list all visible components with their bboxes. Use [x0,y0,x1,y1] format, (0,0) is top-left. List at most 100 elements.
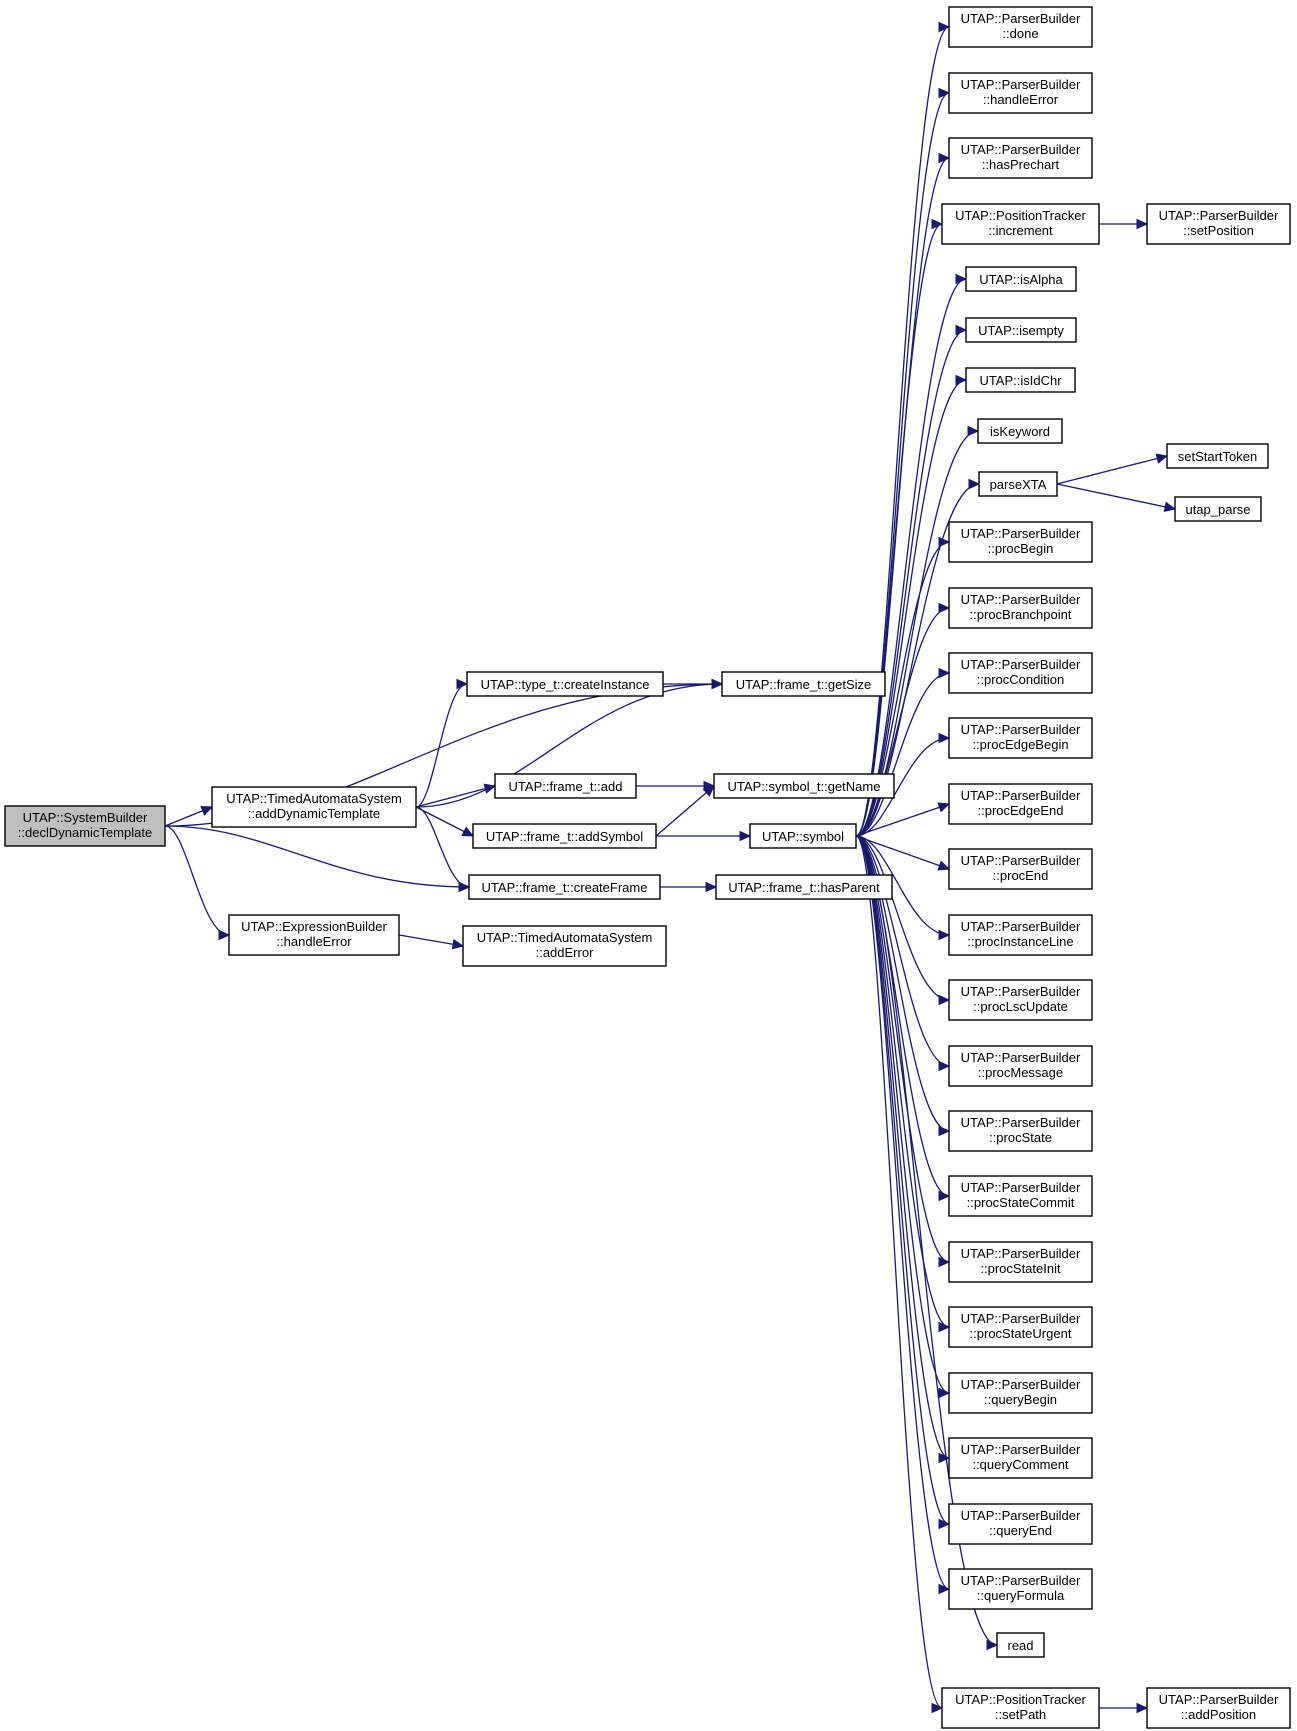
node-proc-state[interactable]: UTAP::ParserBuilder::procState [948,1110,1093,1152]
node-proc-message[interactable]: UTAP::ParserBuilder::procMessage [948,1045,1093,1087]
arrowhead-icon [456,678,469,690]
arrowhead-icon [938,602,951,614]
node-label-line-2: ::procStateInit [980,1261,1061,1276]
node-box [965,266,1077,292]
node-query-comment[interactable]: UTAP::ParserBuilder::queryComment [948,1437,1093,1479]
arrowhead-icon [955,324,968,336]
node-proc-branchpoint[interactable]: UTAP::ParserBuilder::procBranchpoint [948,587,1093,629]
node-read[interactable]: read [996,1632,1045,1658]
node-proc-begin[interactable]: UTAP::ParserBuilder::procBegin [948,521,1093,563]
node-is-id-chr[interactable]: UTAP::isIdChr [965,367,1076,393]
node-is-keyword[interactable]: isKeyword [977,418,1063,444]
node-set-position[interactable]: UTAP::ParserBuilder::setPosition [1146,203,1291,245]
node-has-parent[interactable]: UTAP::frame_t::hasParent [715,874,893,900]
node-add-err[interactable]: UTAP::TimedAutomataSystem::addError [462,925,667,967]
node-label: UTAP::frame_t::add [509,779,623,794]
node-box [941,203,1100,245]
node-box [715,874,893,900]
node-proc-edge-end[interactable]: UTAP::ParserBuilder::procEdgeEnd [948,783,1093,825]
node-label: UTAP::isAlpha [979,272,1063,287]
edge-symbol-to-query-comment [855,835,950,1459]
node-box [977,418,1063,444]
node-set-path[interactable]: UTAP::PositionTracker::setPath [941,1687,1100,1729]
edge-parse-xta-to-utap-parse [1056,483,1176,510]
node-proc-state-init[interactable]: UTAP::ParserBuilder::procStateInit [948,1241,1093,1283]
node-label: UTAP::isIdChr [979,373,1062,388]
node-h-err-e[interactable]: UTAP::ExpressionBuilder::handleError [228,914,400,956]
node-box [228,914,400,956]
node-label: UTAP::ParserBuilder [961,526,1081,541]
arrowhead-icon [931,218,944,230]
node-has-prechart[interactable]: UTAP::ParserBuilder::hasPrechart [948,137,1093,179]
node-label-line-2: ::procStateCommit [967,1195,1075,1210]
edge-symbol-to-query-begin [855,835,950,1394]
node-label: setStartToken [1178,449,1258,464]
node-proc-state-commit[interactable]: UTAP::ParserBuilder::procStateCommit [948,1175,1093,1217]
node-proc-end[interactable]: UTAP::ParserBuilder::procEnd [948,848,1093,890]
node-box [468,874,661,900]
node-label-line-2: ::handleError [276,934,352,949]
node-label-line-2: ::setPath [995,1707,1046,1722]
node-box [978,471,1058,497]
node-is-alpha[interactable]: UTAP::isAlpha [965,266,1077,292]
edge-symbol-to-proc-state [855,835,950,1132]
node-decl[interactable]: UTAP::SystemBuilder::declDynamicTemplate [4,805,166,847]
node-get-name[interactable]: UTAP::symbol_t::getName [713,773,895,799]
node-proc-edge-begin[interactable]: UTAP::ParserBuilder::procEdgeBegin [948,717,1093,759]
node-query-formula[interactable]: UTAP::ParserBuilder::queryFormula [948,1568,1093,1610]
node-label-line-2: ::procState [989,1130,1052,1145]
node-set-start-token[interactable]: setStartToken [1166,443,1269,469]
edge-symbol-to-query-formula [855,835,950,1590]
node-box [948,6,1093,48]
node-fadd[interactable]: UTAP::frame_t::add [494,773,637,799]
node-label: UTAP::PositionTracker [955,208,1086,223]
arrowhead-icon [1136,1702,1149,1714]
node-box [948,521,1093,563]
node-create-inst[interactable]: UTAP::type_t::createInstance [466,671,664,697]
node-label: UTAP::ParserBuilder [961,722,1081,737]
node-symbol[interactable]: UTAP::symbol [749,823,857,849]
node-increment[interactable]: UTAP::PositionTracker::increment [941,203,1100,245]
node-box [948,1372,1093,1414]
node-label: UTAP::ParserBuilder [961,919,1081,934]
node-box [494,773,637,799]
node-handle-error[interactable]: UTAP::ParserBuilder::handleError [948,72,1093,114]
node-parse-xta[interactable]: parseXTA [978,471,1058,497]
edge-symbol-to-parse-xta [855,483,980,837]
node-label-line-2: ::procMessage [978,1065,1063,1080]
arrowhead-icon [938,1190,951,1202]
node-create-frame[interactable]: UTAP::frame_t::createFrame [468,874,661,900]
edge-symbol-to-has-prechart [855,157,950,837]
arrowhead-icon [483,783,497,794]
node-label: UTAP::ParserBuilder [961,77,1081,92]
node-box [948,783,1093,825]
node-add-position[interactable]: UTAP::ParserBuilder::addPosition [1146,1687,1291,1729]
node-box [948,1045,1093,1087]
node-label: UTAP::ParserBuilder [961,592,1081,607]
node-add-sym[interactable]: UTAP::frame_t::addSymbol [472,823,657,849]
edge-symbol-to-proc-begin [855,541,950,837]
node-add-dyn[interactable]: UTAP::TimedAutomataSystem::addDynamicTem… [211,786,417,828]
node-box [948,1437,1093,1479]
node-query-begin[interactable]: UTAP::ParserBuilder::queryBegin [948,1372,1093,1414]
node-isempty[interactable]: UTAP::isempty [965,317,1077,343]
node-box [948,1110,1093,1152]
node-label: UTAP::ParserBuilder [961,1442,1081,1457]
arrowhead-icon [968,478,981,490]
node-proc-condition[interactable]: UTAP::ParserBuilder::procCondition [948,652,1093,694]
node-label: UTAP::ParserBuilder [961,1377,1081,1392]
arrowhead-icon [967,425,980,437]
node-utap-parse[interactable]: utap_parse [1174,496,1262,522]
node-query-end[interactable]: UTAP::ParserBuilder::queryEnd [948,1503,1093,1545]
node-label-line-2: ::addDynamicTemplate [248,806,380,821]
node-done[interactable]: UTAP::ParserBuilder::done [948,6,1093,48]
node-label: UTAP::ParserBuilder [961,1508,1081,1523]
arrowhead-icon [938,87,951,99]
arrowhead-icon [938,929,951,941]
node-proc-instance-line[interactable]: UTAP::ParserBuilder::procInstanceLine [948,914,1093,956]
arrowhead-icon [711,678,724,690]
node-proc-lsc-update[interactable]: UTAP::ParserBuilder::procLscUpdate [948,979,1093,1021]
node-proc-state-urgent[interactable]: UTAP::ParserBuilder::procStateUrgent [948,1306,1093,1348]
node-get-size[interactable]: UTAP::frame_t::getSize [721,671,886,697]
node-box [965,317,1077,343]
